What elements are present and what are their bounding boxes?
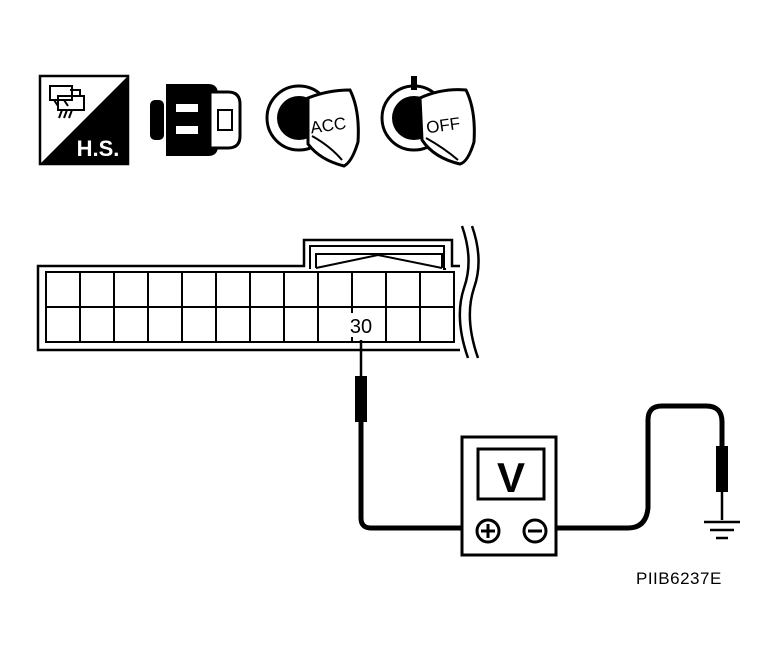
- voltmeter-display: V: [497, 454, 525, 501]
- voltmeter: V: [460, 435, 558, 557]
- ignition-acc-icon: ACC: [265, 84, 360, 168]
- positive-test-lead: [355, 340, 475, 531]
- harness-side-label: H.S.: [77, 136, 120, 161]
- ignition-off-icon: OFF: [380, 76, 476, 166]
- connector-break-line: [458, 225, 470, 359]
- harness-side-icon: H.S.: [38, 74, 130, 166]
- terminal-grid: [46, 272, 454, 342]
- acc-label: ACC: [309, 114, 347, 138]
- harness-connector: [36, 225, 480, 359]
- connector-break-line: [468, 225, 480, 359]
- negative-test-lead: [555, 403, 728, 531]
- ground-icon: [704, 520, 740, 540]
- off-label: OFF: [425, 114, 461, 138]
- minus-terminal-icon: [522, 518, 548, 544]
- connector-disconnected-icon: [150, 84, 242, 156]
- figure-id: PIIB6237E: [636, 569, 722, 588]
- terminal-30-label: 30: [350, 316, 372, 338]
- plus-terminal-icon: [475, 518, 501, 544]
